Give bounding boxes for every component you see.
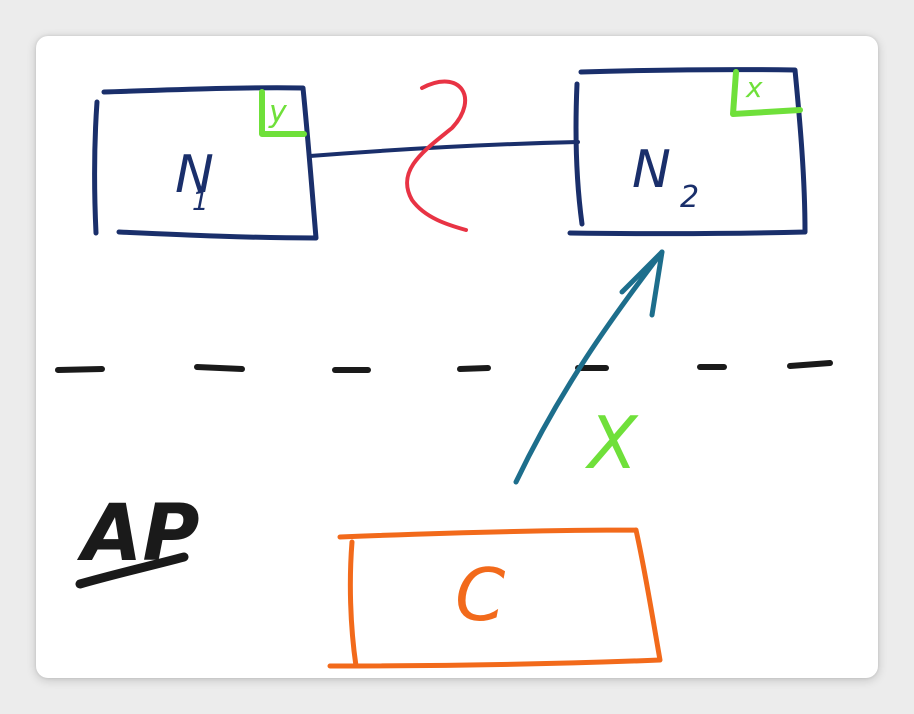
node-n1-lock-mark [259,89,307,137]
node-n1: N 1 y [92,85,319,241]
client-box-outline [327,527,663,669]
node-link-line [308,140,580,158]
node-n1-label: N [175,145,214,205]
node-n1-subscript: 1 [192,187,209,217]
node-n2-lock-label: x [745,71,763,104]
node-n1-lock-label: y [268,95,288,130]
node-n2-subscript: 2 [680,180,699,215]
node-n2: N 2 x [567,67,808,237]
tradeoff-label: AP [76,489,200,579]
whiteboard-card [36,36,878,678]
node-n2-box [567,67,808,237]
node-n2-label: N [632,140,671,200]
node-n2-lock-mark [730,69,803,117]
divider-dashed-line [55,360,833,373]
node-n1-box [92,85,319,241]
request-label: X [584,401,639,485]
partition-squiggle [405,79,468,232]
client-box: C [327,527,663,669]
client-label: C [455,553,506,637]
tradeoff-underline [75,552,189,589]
request-arrow [513,249,665,485]
